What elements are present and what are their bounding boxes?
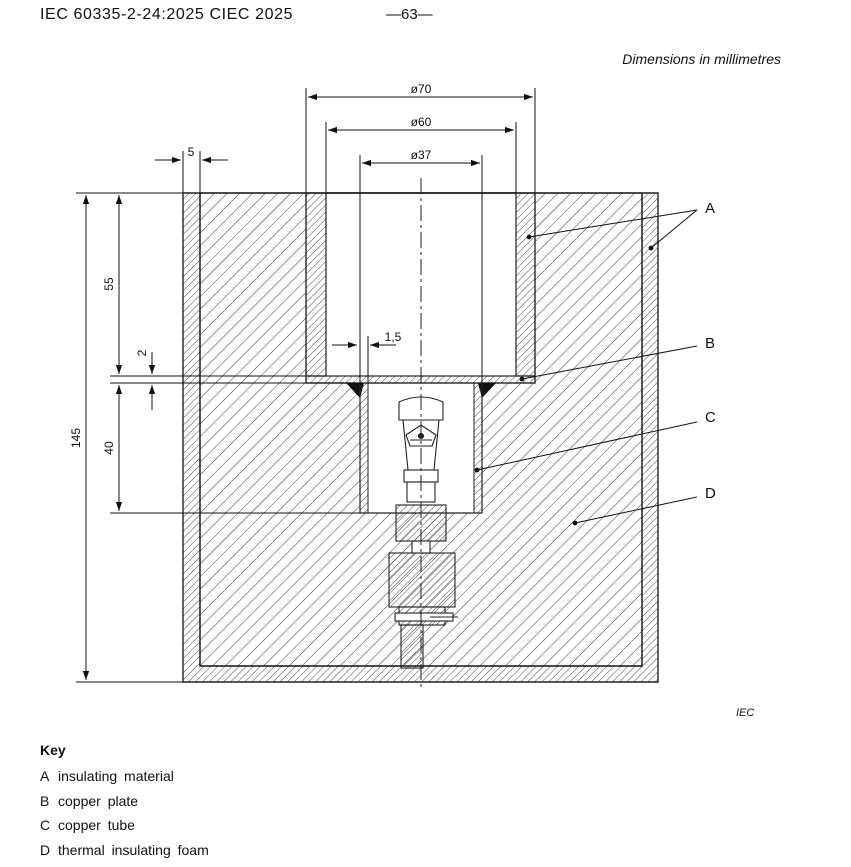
key-letter: A <box>40 768 50 784</box>
cup-wall-right <box>515 192 536 377</box>
dim-plate-thickness: 2 <box>135 349 149 356</box>
key-letter: C <box>40 817 51 833</box>
dim-gap: 1,5 <box>385 330 402 344</box>
key-description: thermal insulating foam <box>58 841 209 858</box>
key-description: insulating material <box>58 768 174 784</box>
dim-cup-depth: 55 <box>102 277 116 291</box>
key-letter: D <box>40 841 51 858</box>
callout-d: D <box>705 485 716 502</box>
dim-outer-diameter: ø70 <box>411 82 432 96</box>
dim-tube-depth: 40 <box>102 441 116 455</box>
copper-tube-right <box>473 382 483 514</box>
dim-total-height: 145 <box>69 428 83 448</box>
figure-mark: IEC <box>736 707 755 719</box>
page-number: —63— <box>386 6 433 23</box>
key-title: Key <box>40 742 66 758</box>
callout-b: B <box>705 335 715 352</box>
key-description: copper tube <box>58 817 135 833</box>
header-standard: IEC 60335-2-24:2025 CIEC 2025 <box>40 6 294 23</box>
copper-tube-left <box>359 382 369 514</box>
cup-wall-left <box>305 192 327 377</box>
callout-a: A <box>705 200 715 217</box>
dim-tube-diameter: ø37 <box>411 148 432 162</box>
dim-inner-diameter: ø60 <box>411 115 432 129</box>
dim-wall-thickness: 5 <box>188 145 195 159</box>
key-letter: B <box>40 792 50 809</box>
key-description: copper plate <box>58 792 139 809</box>
dimension-note: Dimensions in millimetres <box>622 51 781 67</box>
callout-c: C <box>705 409 716 426</box>
